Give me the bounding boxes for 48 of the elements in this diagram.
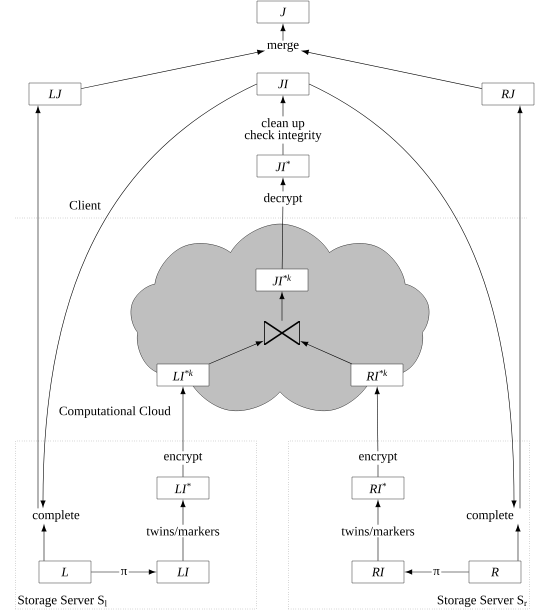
arrow: [301, 341, 352, 364]
step-label: twins/markers: [146, 526, 220, 536]
join-symbol: [264, 321, 300, 345]
arrow: [405, 569, 470, 575]
relation-box: JI: [256, 72, 310, 96]
relation-box: RI$^{*k}$: [350, 364, 404, 386]
step-label: complete: [466, 510, 514, 522]
arrow: [280, 96, 286, 117]
arrow: [35, 106, 41, 509]
region-label: Client: [70, 200, 101, 210]
arrow: [280, 178, 286, 192]
step-label: clean up check integrity: [244, 118, 322, 142]
relation-box: LI: [156, 560, 210, 584]
relation-box: LI$^{*}$: [156, 476, 210, 500]
relation-box: LJ: [28, 82, 82, 106]
step-label: encrypt: [164, 452, 202, 464]
arrow: [41, 524, 47, 562]
arrow: [208, 340, 263, 364]
step-label: twins/markers: [341, 526, 414, 536]
arrow: [280, 24, 286, 41]
arrow: [279, 292, 285, 322]
edge-label: π: [432, 567, 442, 577]
arrow: [308, 84, 517, 508]
arrow: [375, 500, 381, 526]
arrow: [180, 500, 186, 526]
arrow: [517, 106, 523, 509]
edge-label: π: [119, 567, 129, 577]
arrow: [90, 569, 156, 575]
relation-box: JI$^{*k}$: [256, 268, 308, 292]
arrow: [80, 50, 264, 89]
relation-box: R: [468, 560, 522, 584]
arrow: [374, 387, 380, 452]
arrow: [515, 524, 521, 562]
arrow: [40, 84, 258, 508]
relation-box: RJ: [482, 82, 534, 106]
relation-box: J: [256, 0, 310, 24]
arrow: [302, 50, 482, 89]
step-label: decrypt: [264, 193, 302, 205]
relation-box: LI$^{*k}$: [156, 364, 210, 386]
step-label: complete: [32, 510, 80, 522]
relation-box: JI$^{*}$: [256, 154, 310, 178]
step-label: encrypt: [359, 452, 398, 464]
relation-box: RI: [352, 560, 404, 584]
step-label: merge: [267, 42, 299, 52]
relation-box: RI$^{*}$: [352, 476, 404, 500]
cloud-label: Computational Cloud: [59, 406, 171, 418]
arrow: [180, 387, 186, 452]
relation-box: L: [38, 560, 92, 584]
